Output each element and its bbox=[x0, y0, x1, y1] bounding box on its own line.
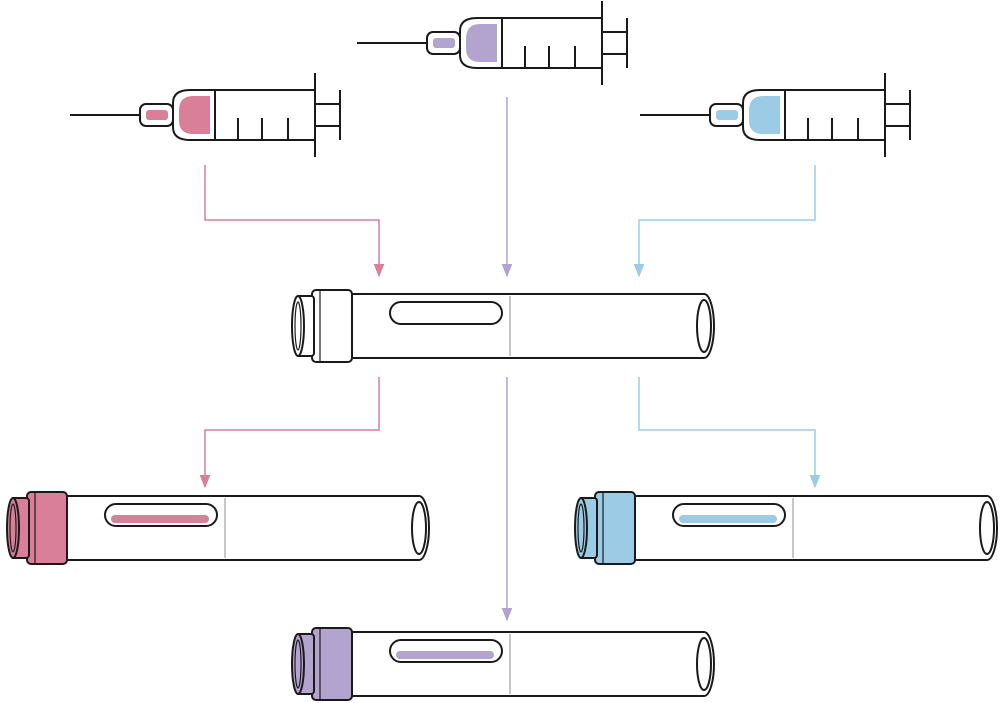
pen-empty bbox=[291, 289, 715, 363]
syringe-purple bbox=[357, 1, 628, 85]
arrow-pink-to-pen bbox=[204, 165, 385, 278]
syringe-purple-hub-fill bbox=[433, 38, 455, 48]
syringe-blue bbox=[640, 73, 911, 157]
syringe-pink bbox=[70, 73, 341, 157]
pen-blue bbox=[574, 491, 998, 565]
arrow-blue-to-pen bbox=[633, 165, 816, 278]
pen-purple bbox=[291, 627, 715, 701]
syringe-pink-hub-fill bbox=[146, 110, 168, 120]
pen-pink bbox=[6, 491, 430, 565]
syringe-blue-hub-fill bbox=[716, 110, 738, 120]
arrow-pen-to-pink bbox=[199, 377, 380, 489]
arrow-pen-to-blue bbox=[638, 377, 821, 489]
